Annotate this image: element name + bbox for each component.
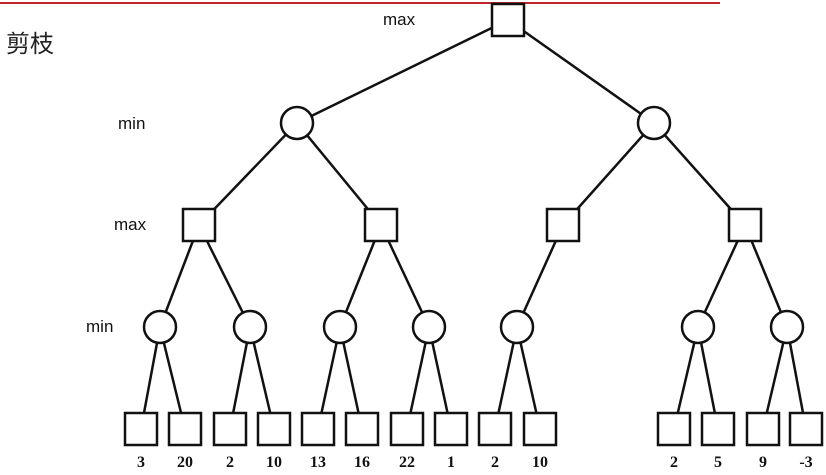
- tree-edge: [507, 18, 655, 125]
- leaf-value: 2: [226, 454, 234, 471]
- min-node: [680, 309, 716, 345]
- tree-edge: [296, 18, 509, 125]
- leaf-node: [788, 411, 824, 447]
- level-label-min-3: min: [86, 317, 114, 336]
- leaf-value: 3: [137, 454, 145, 471]
- min-node: [411, 309, 447, 345]
- max-node: [727, 207, 763, 243]
- leaf-node: [700, 411, 736, 447]
- max-node: [545, 207, 581, 243]
- min-node: [322, 309, 358, 345]
- leaf-node: [433, 411, 469, 447]
- slide-title: 剪枝: [6, 30, 54, 58]
- tree-nodes: [123, 2, 824, 447]
- leaf-value: 10: [532, 454, 548, 471]
- leaf-node: [745, 411, 781, 447]
- max-node: [181, 207, 217, 243]
- leaf-value-labels: 3 20 2 10 13 16 22 1 2 10 2 5 9 -3: [137, 454, 813, 471]
- max-node-root: [490, 2, 526, 38]
- leaf-node: [167, 411, 203, 447]
- level-label-min-1: min: [118, 114, 146, 133]
- min-node: [769, 309, 805, 345]
- level-label-max-2: max: [114, 215, 147, 234]
- leaf-value: 16: [354, 454, 370, 471]
- min-node: [499, 309, 535, 345]
- leaf-node: [123, 411, 159, 447]
- leaf-value: 5: [714, 454, 722, 471]
- leaf-node: [256, 411, 292, 447]
- max-node: [363, 207, 399, 243]
- leaf-value: 2: [491, 454, 499, 471]
- min-node: [232, 309, 268, 345]
- leaf-node: [522, 411, 558, 447]
- min-node: [279, 105, 315, 141]
- leaf-value: 22: [399, 454, 415, 471]
- top-divider: [0, 2, 720, 4]
- leaf-value: 9: [759, 454, 767, 471]
- leaf-node: [212, 411, 248, 447]
- leaf-node: [300, 411, 336, 447]
- min-node: [142, 309, 178, 345]
- leaf-node: [389, 411, 425, 447]
- tree-edges: [139, 18, 808, 430]
- level-label-max-root: max: [383, 10, 416, 29]
- leaf-value: -3: [799, 454, 812, 471]
- leaf-value: 20: [177, 454, 193, 471]
- leaf-value: 10: [266, 454, 282, 471]
- leaf-value: 1: [447, 454, 455, 471]
- leaf-value: 2: [670, 454, 678, 471]
- leaf-node: [344, 411, 380, 447]
- min-node: [636, 105, 672, 141]
- leaf-node: [477, 411, 513, 447]
- leaf-value: 13: [310, 454, 326, 471]
- leaf-node: [656, 411, 692, 447]
